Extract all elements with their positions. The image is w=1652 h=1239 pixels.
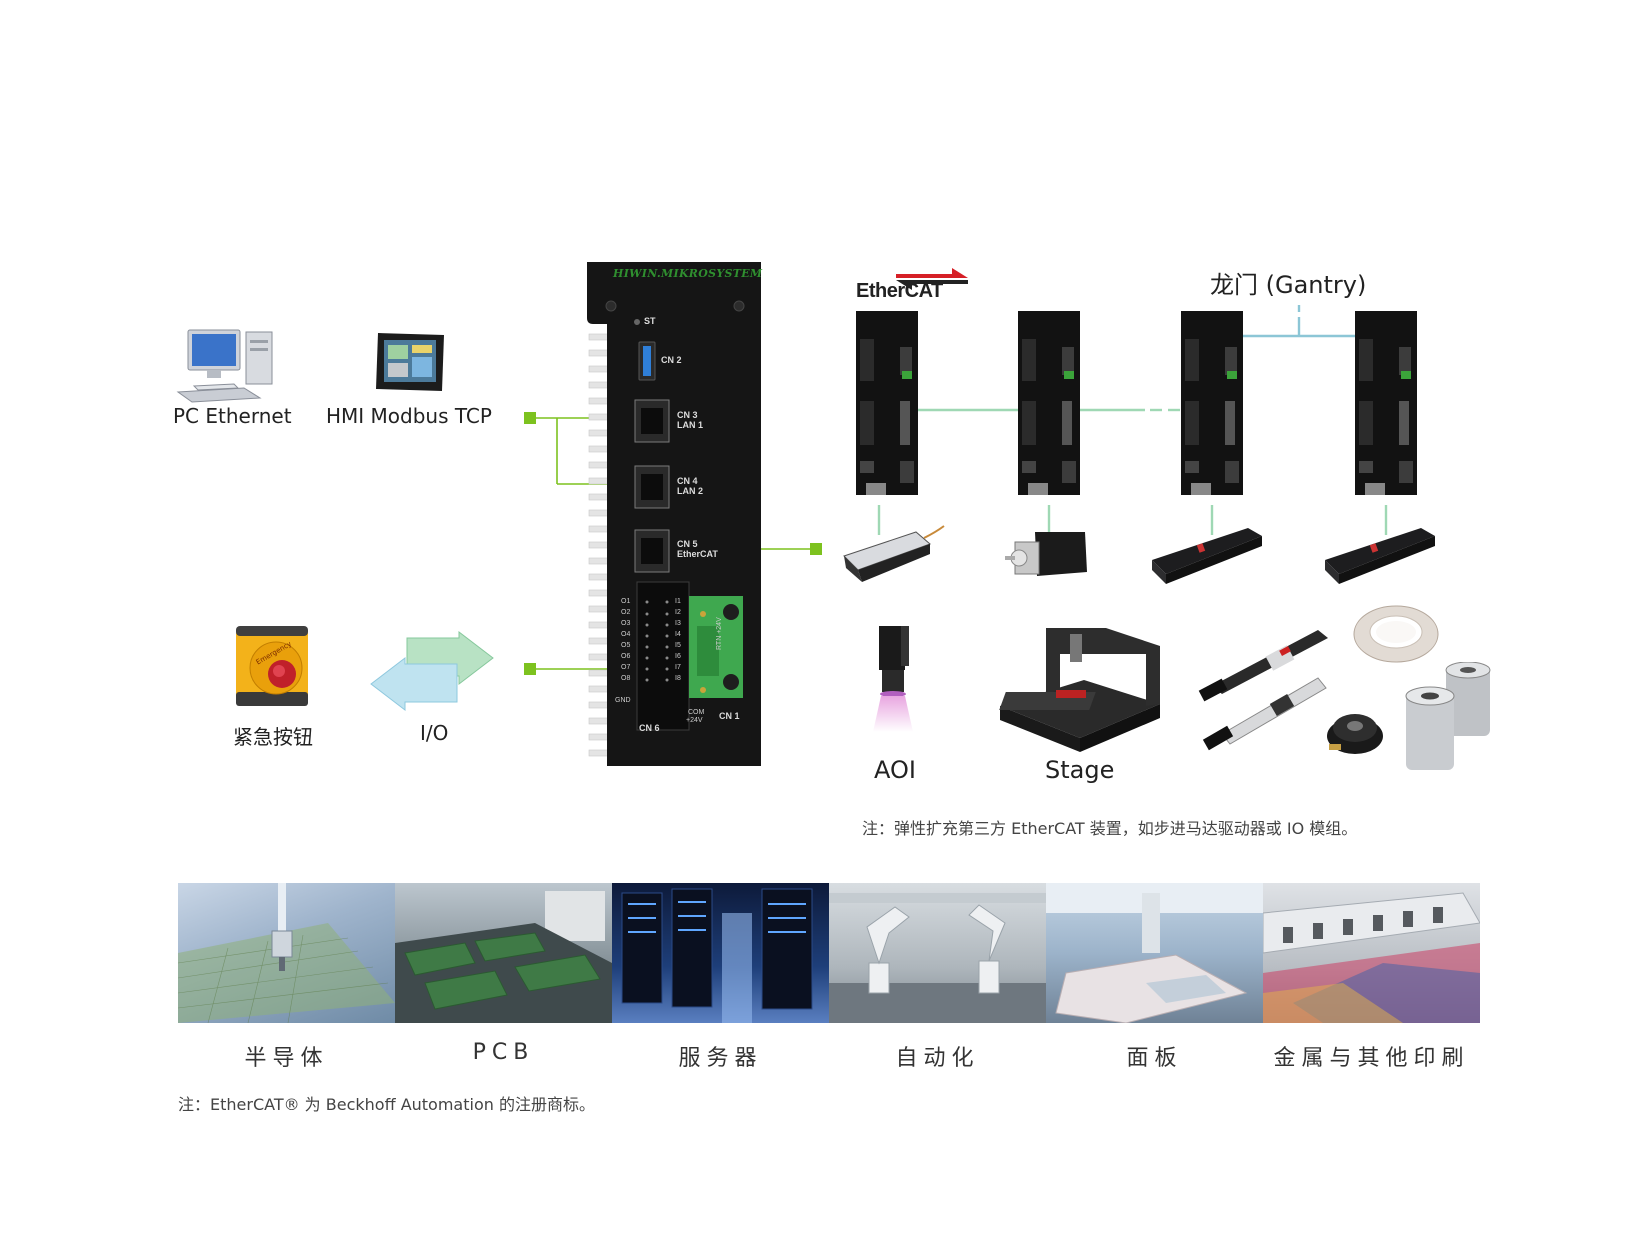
label-lan2: LAN 2: [677, 486, 704, 496]
servo-drive-3: [1181, 311, 1243, 495]
label-cn6: CN 6: [639, 723, 660, 733]
label-cn1: CN 1: [719, 711, 740, 721]
servo-drive-1: [856, 311, 918, 495]
io-arrows-icon: [370, 630, 494, 712]
linear-axis-icon-2: [1325, 528, 1435, 584]
hmi-label: HMI Modbus TCP: [326, 404, 492, 428]
gantry-label: 龙门 (Gantry): [1210, 271, 1367, 299]
pin-o5: O5: [621, 642, 631, 649]
emergency-stop-label: 紧急按钮: [233, 725, 313, 749]
servo-motor-icon: [1005, 532, 1087, 576]
industry-label-semiconductor: 半导体: [244, 1046, 329, 1071]
label-cn4: CN 4: [677, 476, 698, 486]
label-ethercat-port: EtherCAT: [677, 549, 718, 559]
pin-i2: I2: [675, 609, 681, 616]
rotary-table-icon: [1353, 605, 1439, 663]
pin-o3: O3: [621, 620, 631, 627]
aoi-label: AOI: [874, 756, 916, 784]
industry-tile-semiconductor: [178, 883, 395, 1023]
industry-tile-automation: [829, 883, 1046, 1023]
node-ethernet-in: [524, 412, 536, 424]
pc-label: PC Ethernet: [173, 404, 292, 428]
label-plus24v: +24V: [686, 717, 703, 724]
pin-o1: O1: [621, 598, 631, 605]
label-cn3: CN 3: [677, 410, 698, 420]
pin-i6: I6: [675, 653, 681, 660]
node-io-in: [524, 663, 536, 675]
pin-i4: I4: [675, 631, 681, 638]
servo-drive-2: [1018, 311, 1080, 495]
stage-label: Stage: [1045, 756, 1115, 784]
ethercat-logo: EtherCAT: [856, 268, 968, 302]
hmi-icon: [376, 333, 444, 391]
industry-tile-printing: [1263, 883, 1480, 1023]
pin-i8: I8: [675, 675, 681, 682]
linear-motor-icon: [843, 525, 945, 582]
label-rtn24v: RTN +24V: [716, 617, 723, 650]
ethercat-expansion-note: 注：弹性扩充第三方 EtherCAT 装置，如步进马达驱动器或 IO 模组。: [862, 819, 1358, 838]
label-cn2: CN 2: [661, 355, 682, 365]
io-label: I/O: [420, 721, 449, 745]
pin-i7: I7: [675, 664, 681, 671]
pc-icon: [176, 329, 273, 403]
xy-stage-icon: [999, 628, 1160, 752]
pin-i1: I1: [675, 598, 681, 605]
industry-label-printing: 金属与其他印刷: [1273, 1046, 1470, 1071]
servo-drive-4: [1355, 311, 1417, 495]
pin-o7: O7: [621, 664, 631, 671]
input-pin-labels: I1 I2 I3 I4 I5 I6 I7 I8: [675, 596, 681, 684]
aoi-camera-icon: [873, 626, 913, 732]
label-cn5: CN 5: [677, 539, 698, 549]
linear-axis-icon-1: [1152, 528, 1262, 584]
label-com: COM: [688, 709, 705, 716]
pin-o8: O8: [621, 675, 631, 682]
dd-motor-icons: [1405, 662, 1491, 770]
torque-motor-icon: [1327, 714, 1383, 754]
industry-label-pcb: PCB: [472, 1040, 535, 1065]
pin-i3: I3: [675, 620, 681, 627]
industry-label-server: 服务器: [678, 1046, 763, 1071]
label-lan1: LAN 1: [677, 420, 704, 430]
linear-module-icons: [1198, 630, 1328, 751]
industry-tile-server: [612, 883, 829, 1023]
emergency-stop-icon: Emergency: [236, 626, 308, 706]
label-st: ST: [644, 316, 656, 326]
pin-o4: O4: [621, 631, 631, 638]
pin-i5: I5: [675, 642, 681, 649]
industry-label-panel: 面板: [1126, 1046, 1183, 1071]
label-gnd: GND: [615, 697, 631, 704]
industry-label-automation: 自动化: [895, 1046, 980, 1071]
pin-o6: O6: [621, 653, 631, 660]
output-pin-labels: O1 O2 O3 O4 O5 O6 O7 O8: [621, 596, 630, 684]
controller-unit: [585, 262, 765, 766]
controller-brand: HIWIN.MIKROSYSTEM: [613, 267, 763, 280]
ethercat-logo-text: EtherCAT: [856, 280, 943, 302]
industry-tile-panel: [1046, 883, 1263, 1023]
node-ethercat-out: [810, 543, 822, 555]
trademark-footnote: 注：EtherCAT® 为 Beckhoff Automation 的注册商标。: [178, 1095, 595, 1114]
industry-tile-pcb: [395, 883, 612, 1023]
pin-o2: O2: [621, 609, 631, 616]
